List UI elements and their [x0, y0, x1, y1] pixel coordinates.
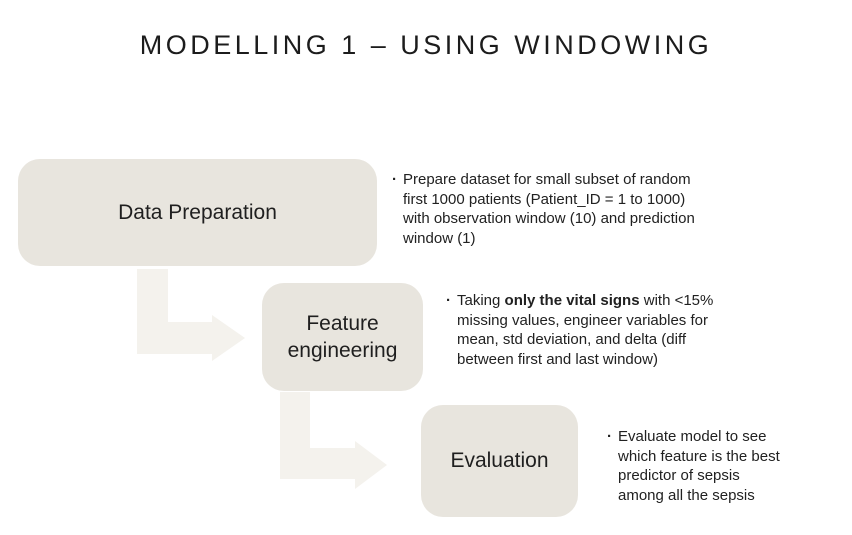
bullet-line: between first and last window): [457, 350, 658, 368]
bullet-dot-icon: ·: [392, 171, 397, 188]
step-label: Evaluation: [450, 449, 549, 473]
step-label: Data Preparation: [118, 200, 277, 224]
bullet-line: mean, std deviation, and delta (diff: [457, 331, 687, 348]
bullet-line: Prepare dataset for small subset of rand…: [403, 171, 691, 188]
bullet-feature-engineering: · Taking only the vital signs with <15% …: [446, 291, 713, 369]
bullet-data-preparation: · Prepare dataset for small subset of ra…: [392, 170, 695, 248]
bullet-segment: with <15%: [639, 292, 714, 309]
bullet-line: predictor of sepsis: [618, 467, 740, 484]
bullet-line: which feature is the best: [618, 447, 780, 465]
bullet-line: window (1): [403, 229, 476, 247]
bullet-dot-icon: ·: [607, 428, 612, 445]
bullet-text: Taking only the vital signs with <15% mi…: [457, 291, 713, 369]
step-box-data-preparation: Data Preparation: [18, 159, 377, 266]
bullet-segment: Taking: [457, 292, 505, 309]
step-box-feature-engineering: Feature engineering: [262, 283, 423, 391]
bullet-line: missing values, engineer variables for: [457, 311, 708, 329]
step-box-evaluation: Evaluation: [421, 405, 578, 517]
bullet-line: Taking only the vital signs with <15%: [457, 291, 713, 311]
bullet-line: among all the sepsis: [618, 486, 755, 504]
slide-title: MODELLING 1 – USING WINDOWING: [139, 30, 713, 60]
bullet-line: Evaluate model to see: [618, 428, 767, 445]
bullet-segment-bold: only the vital signs: [504, 292, 640, 309]
arrow-step1-to-step2: [137, 269, 245, 361]
bullet-line: with observation window (10) and predict…: [403, 210, 695, 227]
bullet-text: Prepare dataset for small subset of rand…: [403, 170, 695, 248]
bullet-text: Evaluate model to see which feature is t…: [618, 427, 780, 505]
bullet-dot-icon: ·: [446, 292, 451, 309]
bullet-line: first 1000 patients (Patient_ID = 1 to 1…: [403, 190, 686, 208]
bullet-evaluation: · Evaluate model to see which feature is…: [607, 427, 780, 505]
arrow-step2-to-step3: [280, 392, 387, 489]
step-label: Feature engineering: [287, 311, 398, 362]
